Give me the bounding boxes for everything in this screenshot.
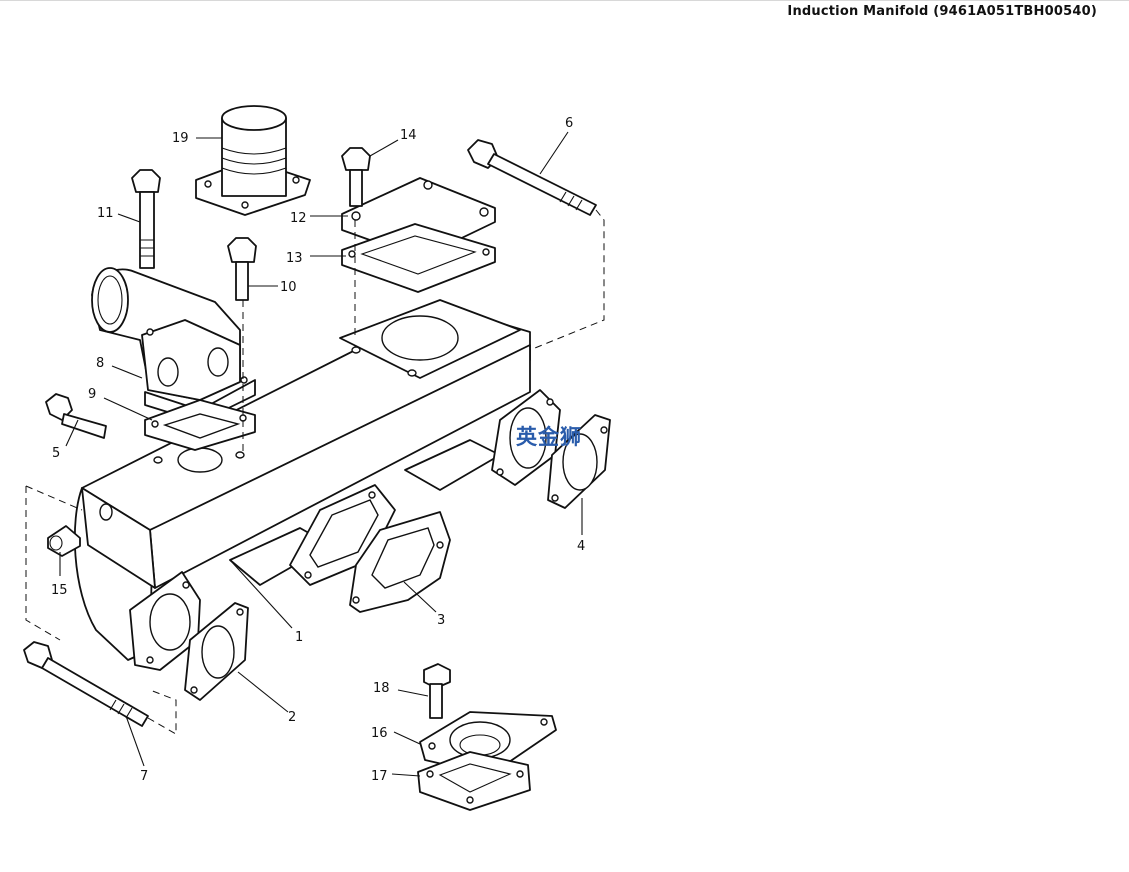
callout-12: 12 [290, 211, 307, 226]
outlet-flange-right [491, 389, 561, 486]
callout-4: 4 [577, 539, 585, 554]
callout-16: 16 [371, 726, 388, 741]
plug-15 [47, 525, 81, 557]
callout-8: 8 [96, 356, 104, 371]
callout-18: 18 [373, 681, 390, 696]
bolt-7 [23, 641, 149, 727]
gasket-2 [184, 602, 249, 701]
callout-19: 19 [172, 131, 189, 146]
callout-13: 13 [286, 251, 303, 266]
callout-7: 7 [140, 769, 148, 784]
gasket-17 [417, 751, 531, 811]
callout-labels: 1 2 3 4 5 6 7 8 9 10 11 12 13 14 15 16 1… [51, 116, 585, 784]
top-border [0, 0, 1129, 1]
watermark: 英金狮 [516, 425, 582, 449]
callout-14: 14 [400, 128, 417, 143]
bolt-5 [45, 393, 107, 439]
callout-15: 15 [51, 583, 68, 598]
screw-18 [423, 663, 451, 719]
cover-gasket-13 [341, 223, 496, 293]
callout-1: 1 [295, 630, 303, 645]
elbow-gasket-9 [144, 399, 256, 451]
callout-10: 10 [280, 280, 297, 295]
callout-3: 3 [437, 613, 445, 628]
leader-lines [59, 131, 583, 777]
callout-5: 5 [52, 446, 60, 461]
gasket-3 [349, 511, 451, 613]
bolt-6 [467, 139, 597, 216]
outlet-flange-left [129, 571, 201, 671]
callout-6: 6 [565, 116, 573, 131]
assembly-lines [25, 209, 605, 735]
bolt-14 [341, 147, 371, 207]
bolt-11 [131, 169, 161, 269]
page-title: Induction Manifold (9461A051TBH00540) [787, 4, 1097, 19]
callout-17: 17 [371, 769, 388, 784]
callout-11: 11 [97, 206, 114, 221]
heater-19 [195, 105, 311, 216]
callout-9: 9 [88, 387, 96, 402]
gasket-4 [547, 414, 611, 509]
callout-2: 2 [288, 710, 296, 725]
air-inlet-elbow [91, 267, 256, 423]
bolt-10 [227, 237, 257, 301]
manifold-body [73, 299, 531, 661]
